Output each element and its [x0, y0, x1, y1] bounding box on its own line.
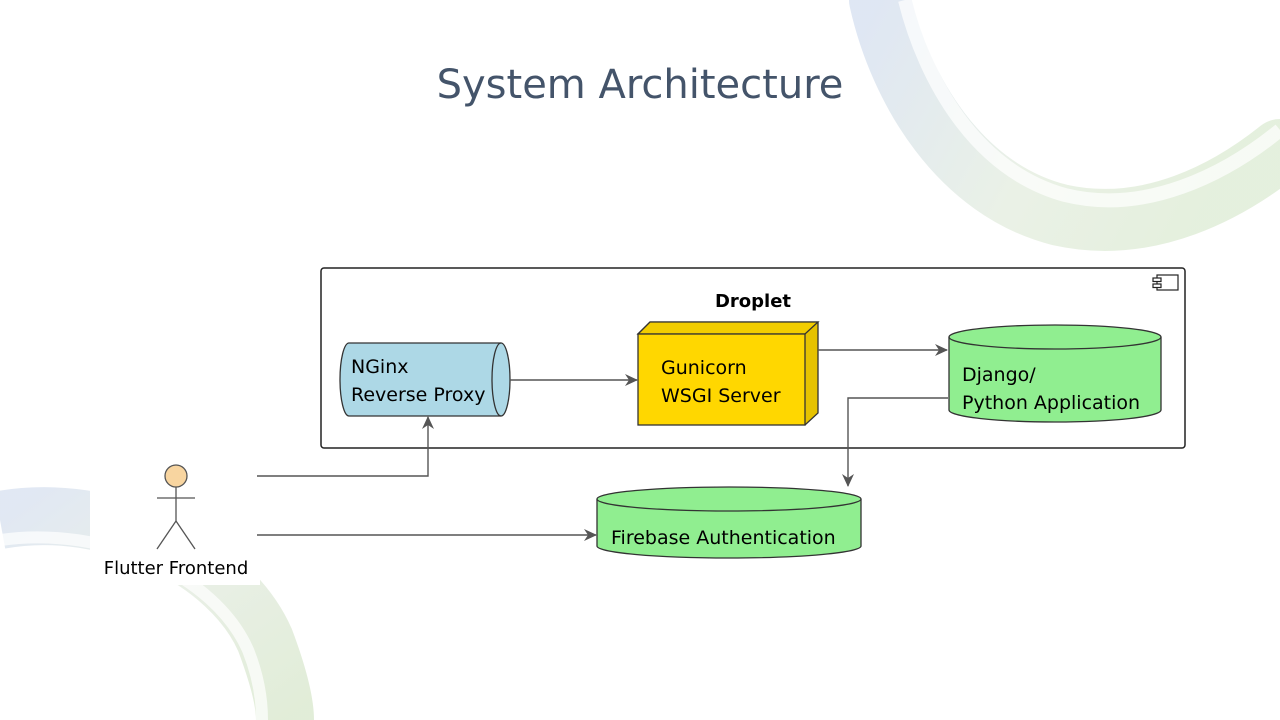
slide-title: System Architecture [436, 62, 844, 108]
firebase-node: Firebase Authentication [596, 486, 862, 559]
flutter-actor-label: Flutter Frontend [104, 558, 249, 579]
django-label-line1: Django/ [962, 364, 1036, 386]
swoosh-top-right-inner [898, 0, 1280, 208]
component-icon [1152, 274, 1179, 291]
swoosh-bottom-left-inner [0, 531, 268, 720]
django-node: Django/ Python Application [948, 324, 1162, 423]
nginx-label-line2: Reverse Proxy [351, 384, 485, 406]
gunicorn-label-line1: Gunicorn [661, 357, 747, 379]
edge-django-to-firebase [842, 397, 948, 487]
gunicorn-node: Gunicorn WSGI Server [636, 321, 820, 426]
nginx-node: NGinx Reverse Proxy [339, 342, 511, 417]
droplet-label: Droplet [715, 291, 791, 312]
firebase-label: Firebase Authentication [611, 527, 836, 549]
django-label-line2: Python Application [962, 392, 1140, 414]
gunicorn-label-line2: WSGI Server [661, 385, 781, 407]
edge-actor-to-nginx [257, 416, 434, 477]
flutter-actor: Flutter Frontend [104, 464, 249, 579]
swoosh-top-right-outer [849, 0, 1280, 251]
edges [257, 344, 948, 541]
nginx-label-line1: NGinx [351, 356, 409, 378]
swoosh-bottom-left-outer [0, 487, 314, 720]
